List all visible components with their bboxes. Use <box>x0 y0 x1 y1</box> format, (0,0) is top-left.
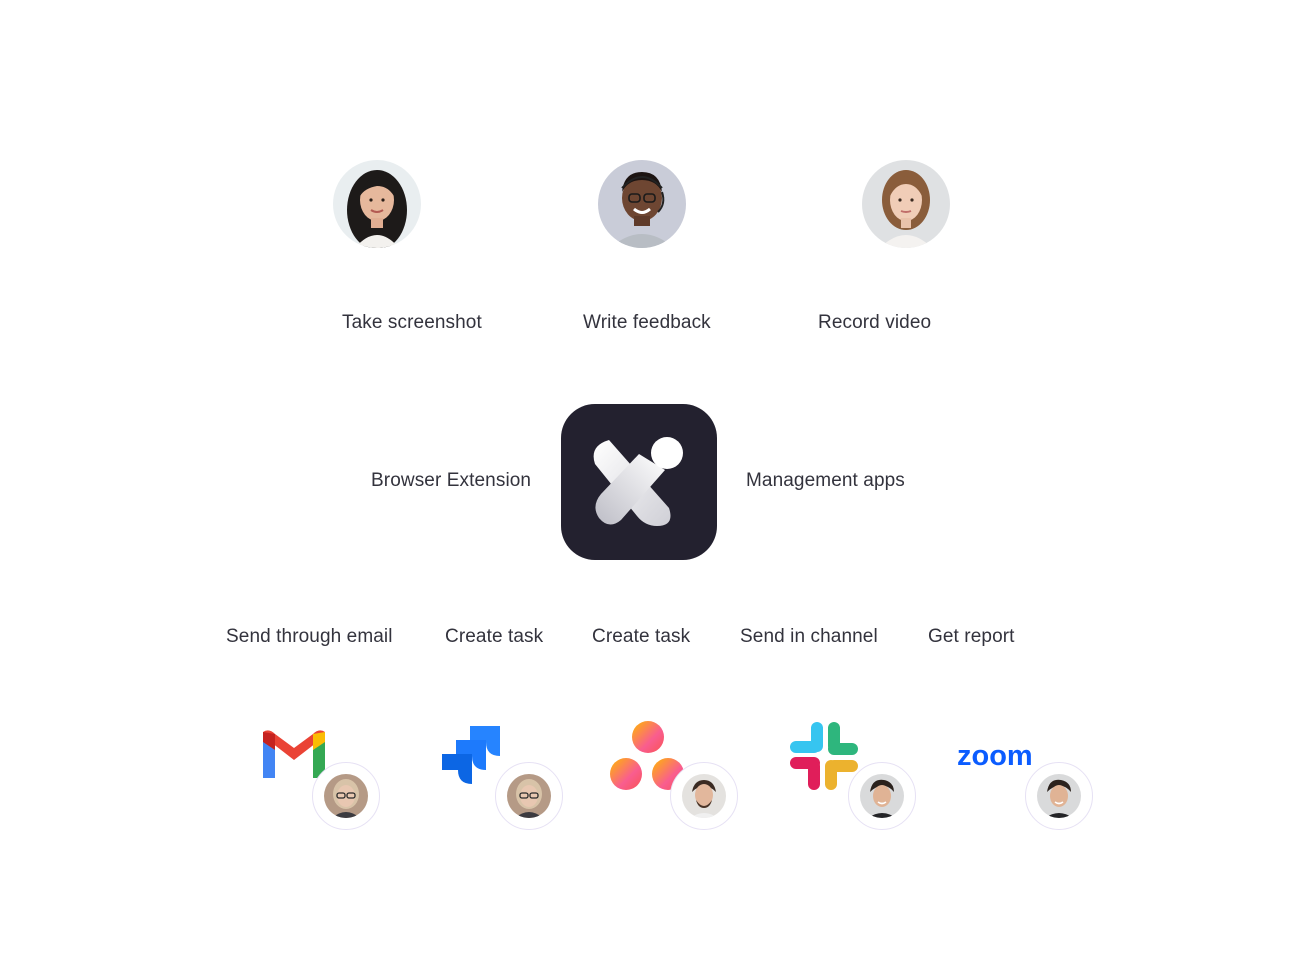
label-send-through-email: Send through email <box>226 626 393 647</box>
asana-icon <box>608 718 684 790</box>
person-avatar-1 <box>333 160 421 248</box>
avatar-zoom-user <box>1025 762 1093 830</box>
brand-x-logo <box>561 404 717 560</box>
label-create-task-asana: Create task <box>592 626 691 647</box>
avatar-jira-user <box>495 762 563 830</box>
label-record-video: Record video <box>818 312 932 333</box>
label-get-report: Get report <box>928 626 1015 647</box>
avatar-asana-user <box>670 762 738 830</box>
label-management-apps: Management apps <box>746 470 905 491</box>
jira-icon <box>440 724 510 794</box>
label-browser-extension: Browser Extension <box>371 470 532 491</box>
label-create-task-jira: Create task <box>445 626 544 647</box>
avatar-email-user <box>312 762 380 830</box>
svg-text:zoom: zoom <box>957 740 1033 772</box>
person-avatar-2 <box>598 160 686 248</box>
gmail-icon <box>261 726 331 796</box>
zoom-icon: zoom <box>957 738 1049 772</box>
slack-icon <box>788 720 858 790</box>
label-take-screenshot: Take screenshot <box>342 312 482 333</box>
avatar-slack-user <box>848 762 916 830</box>
person-avatar-3 <box>862 160 950 248</box>
label-send-in-channel: Send in channel <box>740 626 878 647</box>
label-write-feedback: Write feedback <box>583 312 711 333</box>
